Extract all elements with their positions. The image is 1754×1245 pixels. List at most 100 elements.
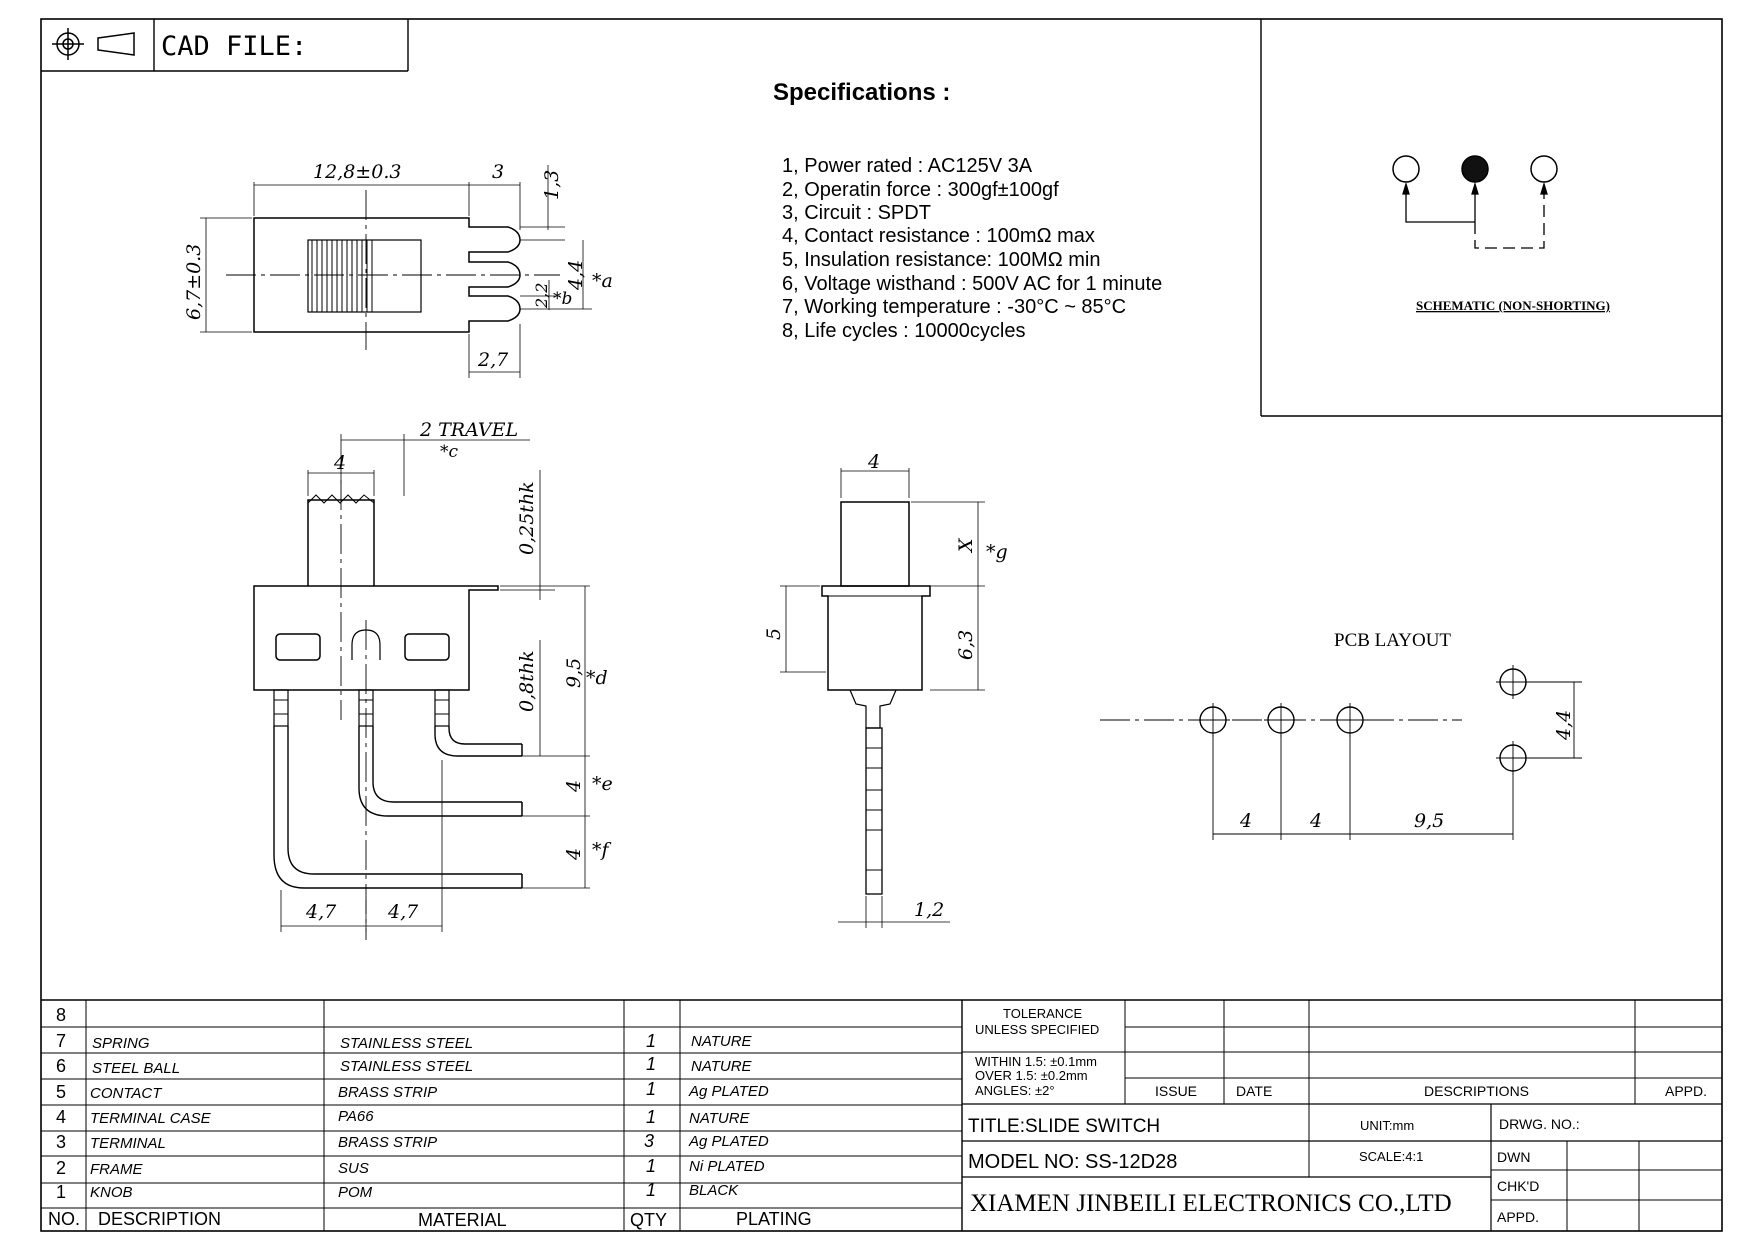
bom-desc: SPRING: [92, 1035, 150, 1052]
bom-desc: TERMINAL CASE: [90, 1110, 212, 1127]
dim-e: *e: [592, 773, 613, 795]
bom-header-qty: QTY: [630, 1210, 667, 1230]
dim-4-4: 4,4: [565, 260, 587, 291]
bom-table: [41, 999, 1722, 1231]
pcb-dim-9-5: 9,5: [1414, 810, 1444, 832]
side-view: [780, 468, 985, 928]
bom-no: 2: [56, 1158, 66, 1178]
date-label: DATE: [1236, 1083, 1272, 1099]
bom-desc: TERMINAL: [90, 1135, 166, 1152]
dim-1-3: 1,3: [541, 170, 563, 200]
cad-file-label: CAD FILE:: [161, 31, 307, 62]
side-dim-4: 4: [867, 451, 880, 473]
appd-label: APPD.: [1497, 1209, 1539, 1225]
bom-qty: 1: [646, 1156, 656, 1176]
dim-length: 12,8±0.3: [313, 161, 401, 183]
pcb-dim-4-4: 4,4: [1553, 710, 1575, 741]
thk-025: 0,25thk: [516, 481, 538, 555]
bom-no: 3: [56, 1132, 66, 1152]
bom-material: SUS: [338, 1160, 369, 1177]
thk-08: 0,8thk: [516, 650, 538, 712]
spec-item: 1, Power rated : AC125V 3A: [782, 155, 1033, 177]
bom-qty: 1: [646, 1107, 656, 1127]
bom-header-material: MATERIAL: [418, 1210, 507, 1230]
bom-plating: Ag PLATED: [688, 1133, 769, 1150]
front-view: [253, 434, 590, 940]
tolerance-angles: ANGLES: ±2°: [975, 1083, 1055, 1098]
bom-desc: KNOB: [90, 1184, 133, 1201]
tolerance-over: OVER 1.5: ±0.2mm: [975, 1068, 1088, 1083]
bom-plating: Ag PLATED: [688, 1083, 769, 1100]
bom-plating: Ni PLATED: [689, 1158, 765, 1175]
dim-b: *b: [553, 289, 572, 309]
dim-pitch-b: 4,7: [387, 901, 419, 923]
spec-item: 8, Life cycles : 10000cycles: [782, 320, 1025, 342]
bom-header-no: NO.: [48, 1209, 80, 1229]
dim-4e: 4: [563, 780, 585, 793]
schematic-box: SCHEMATIC (NON-SHORTING): [1260, 19, 1722, 417]
side-dim-1-2: 1,2: [914, 899, 944, 921]
descriptions-label: DESCRIPTIONS: [1424, 1083, 1529, 1099]
spec-item: 3, Circuit : SPDT: [782, 202, 931, 224]
bom-material: POM: [338, 1184, 373, 1201]
spec-item: 5, Insulation resistance: 100MΩ min: [782, 249, 1100, 271]
bom-qty: 1: [646, 1031, 656, 1051]
bom-plating: BLACK: [689, 1182, 739, 1199]
side-dim-g: *g: [986, 541, 1008, 563]
chkd-label: CHK'D: [1497, 1178, 1539, 1194]
bom-qty: 1: [646, 1054, 656, 1074]
bom-rows: 8 7 SPRING STAINLESS STEEL 1 NATURE 6 ST…: [48, 1005, 812, 1230]
bom-desc: CONTACT: [90, 1085, 163, 1102]
dim-knob-width: 4: [333, 452, 346, 474]
bom-header-plating: PLATING: [736, 1209, 812, 1229]
bom-desc: STEEL BALL: [92, 1060, 180, 1077]
title-block: [962, 1000, 1722, 1231]
bom-no: 1: [56, 1182, 66, 1202]
unit-label: UNIT:mm: [1360, 1118, 1414, 1133]
dim-f: *f: [592, 839, 612, 861]
dim-3: 3: [492, 161, 504, 183]
company-name: XIAMEN JINBEILI ELECTRONICS CO.,LTD: [970, 1190, 1452, 1217]
unless-label: UNLESS SPECIFIED: [975, 1022, 1099, 1037]
bom-header-desc: DESCRIPTION: [98, 1209, 221, 1229]
bom-material: STAINLESS STEEL: [340, 1058, 473, 1075]
side-dim-5: 5: [763, 628, 785, 640]
side-dim-6-3: 6,3: [955, 630, 977, 660]
bom-qty: 1: [646, 1180, 656, 1200]
scale-label: SCALE:4:1: [1359, 1149, 1423, 1164]
spec-item: 2, Operatin force : 300gf±100gf: [782, 179, 1059, 201]
bom-qty: 1: [646, 1079, 656, 1099]
tolerance-within: WITHIN 1.5: ±0.1mm: [975, 1054, 1097, 1069]
pcb-layout: [1100, 665, 1582, 840]
bom-material: BRASS STRIP: [338, 1084, 437, 1101]
dwn-label: DWN: [1497, 1149, 1530, 1165]
side-dim-x: X: [955, 537, 977, 554]
spec-item: 4, Contact resistance : 100mΩ max: [782, 225, 1095, 247]
bom-no: 4: [56, 1107, 66, 1127]
bom-plating: NATURE: [691, 1033, 753, 1050]
specs-list: 1, Power rated : AC125V 3A 2, Operatin f…: [782, 155, 1162, 342]
bom-plating: NATURE: [689, 1110, 751, 1127]
dim-4f: 4: [563, 848, 585, 861]
issue-label: ISSUE: [1155, 1083, 1197, 1099]
bom-no: 6: [56, 1056, 66, 1076]
schematic-common: [1461, 155, 1489, 183]
tolerance-label: TOLERANCE: [1003, 1006, 1083, 1021]
title-block-text: TOLERANCE UNLESS SPECIFIED WITHIN 1.5: ±…: [968, 1006, 1707, 1225]
dim-d: *d: [586, 667, 608, 689]
spec-item: 7, Working temperature : -30°C ~ 85°C: [782, 296, 1126, 318]
dim-pitch-a: 4,7: [305, 901, 337, 923]
pcb-dim-4a: 4: [1239, 810, 1252, 832]
bom-no: 7: [56, 1031, 66, 1051]
title-label: TITLE:SLIDE SWITCH: [968, 1116, 1160, 1137]
appd-top-label: APPD.: [1665, 1083, 1707, 1099]
drwg-no-label: DRWG. NO.:: [1499, 1116, 1580, 1132]
sheet-border: [40, 18, 1723, 1232]
bom-no: 8: [56, 1005, 66, 1025]
bom-material: PA66: [338, 1108, 374, 1125]
model-label: MODEL NO: SS-12D28: [968, 1151, 1177, 1173]
bom-plating: NATURE: [691, 1058, 753, 1075]
spec-item: 6, Voltage wisthand : 500V AC for 1 minu…: [782, 273, 1162, 295]
bom-qty: 3: [644, 1131, 654, 1151]
